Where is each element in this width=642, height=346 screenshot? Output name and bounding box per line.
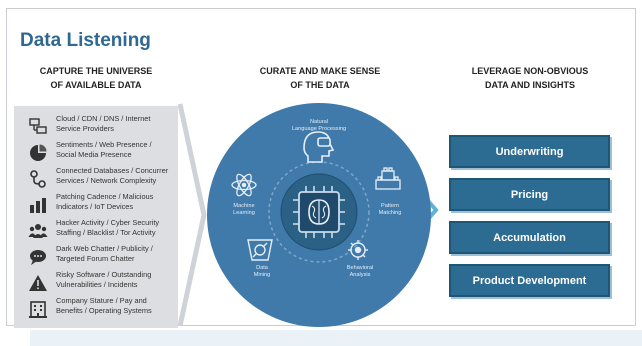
warning-icon	[29, 275, 47, 291]
column-heading-leverage: LEVERAGE NON-OBVIOUS DATA AND INSIGHTS	[471, 66, 589, 90]
head-icon	[303, 131, 335, 163]
blocks-icon	[375, 167, 401, 190]
node-label-ml: Machine Learning	[233, 203, 255, 216]
behavioral-analysis-icon	[348, 240, 368, 260]
data-source-item: Sentiments / Web Presence / Social Media…	[14, 140, 178, 166]
data-source-label: Sentiments / Web Presence / Social Media…	[56, 140, 152, 159]
left-chevron-icon	[178, 103, 207, 327]
data-source-label: Dark Web Chatter / Publicity / Targeted …	[56, 244, 153, 263]
data-source-item: Dark Web Chatter / Publicity / Targeted …	[14, 244, 178, 270]
node-label-mining: Data Mining	[253, 265, 271, 278]
ai-chip-icon	[293, 186, 345, 238]
data-source-label: Patching Cadence / Malicious Indicators …	[56, 192, 154, 211]
data-source-item: Company Stature / Pay and Benefits / Ope…	[14, 296, 178, 322]
insight-pricing: Pricing	[449, 178, 610, 211]
page-title: Data Listening	[20, 30, 151, 51]
data-source-item: Patching Cadence / Malicious Indicators …	[14, 192, 178, 218]
insight-underwriting: Underwriting	[449, 135, 610, 168]
ai-circle-graphic	[207, 103, 431, 327]
node-label-pattern: Pattern Matching	[378, 203, 402, 216]
insight-accumulation: Accumulation	[449, 221, 610, 254]
column-heading-curate: CURATE AND MAKE SENSE OF THE DATA	[259, 66, 381, 90]
ai-processing-diagram: Natural Language Processing Machine Lear…	[204, 100, 434, 330]
network-icon	[29, 118, 47, 134]
atom-icon	[231, 173, 257, 197]
data-source-item: Hacker Activity / Cyber Security Staffin…	[14, 218, 178, 244]
node-label-behavioral: Behavioral Analysis	[346, 265, 374, 278]
pie-chart-icon	[30, 144, 47, 161]
data-source-label: Hacker Activity / Cyber Security Staffin…	[56, 218, 160, 237]
data-source-label: Cloud / CDN / DNS / Internet Service Pro…	[56, 114, 151, 133]
data-source-item: Connected Databases / Concurrer Services…	[14, 166, 178, 192]
people-icon	[28, 224, 48, 238]
insight-product-development: Product Development	[449, 264, 610, 297]
data-source-label: Company Stature / Pay and Benefits / Ope…	[56, 296, 152, 315]
connection-icon	[30, 170, 46, 188]
office-building-icon	[29, 301, 47, 318]
column-heading-capture: CAPTURE THE UNIVERSE OF AVAILABLE DATA	[39, 66, 153, 90]
speech-bubble-icon	[30, 250, 46, 265]
bottom-band	[30, 330, 642, 346]
data-source-label: Connected Databases / Concurrer Services…	[56, 166, 169, 185]
data-source-label: Risky Software / Outstanding Vulnerabili…	[56, 270, 152, 289]
building-chart-icon	[30, 198, 46, 213]
data-source-item: Cloud / CDN / DNS / Internet Service Pro…	[14, 114, 178, 140]
data-source-item: Risky Software / Outstanding Vulnerabili…	[14, 270, 178, 296]
node-label-nlp: Natural Language Processing	[291, 119, 347, 132]
data-mining-icon	[247, 239, 273, 261]
